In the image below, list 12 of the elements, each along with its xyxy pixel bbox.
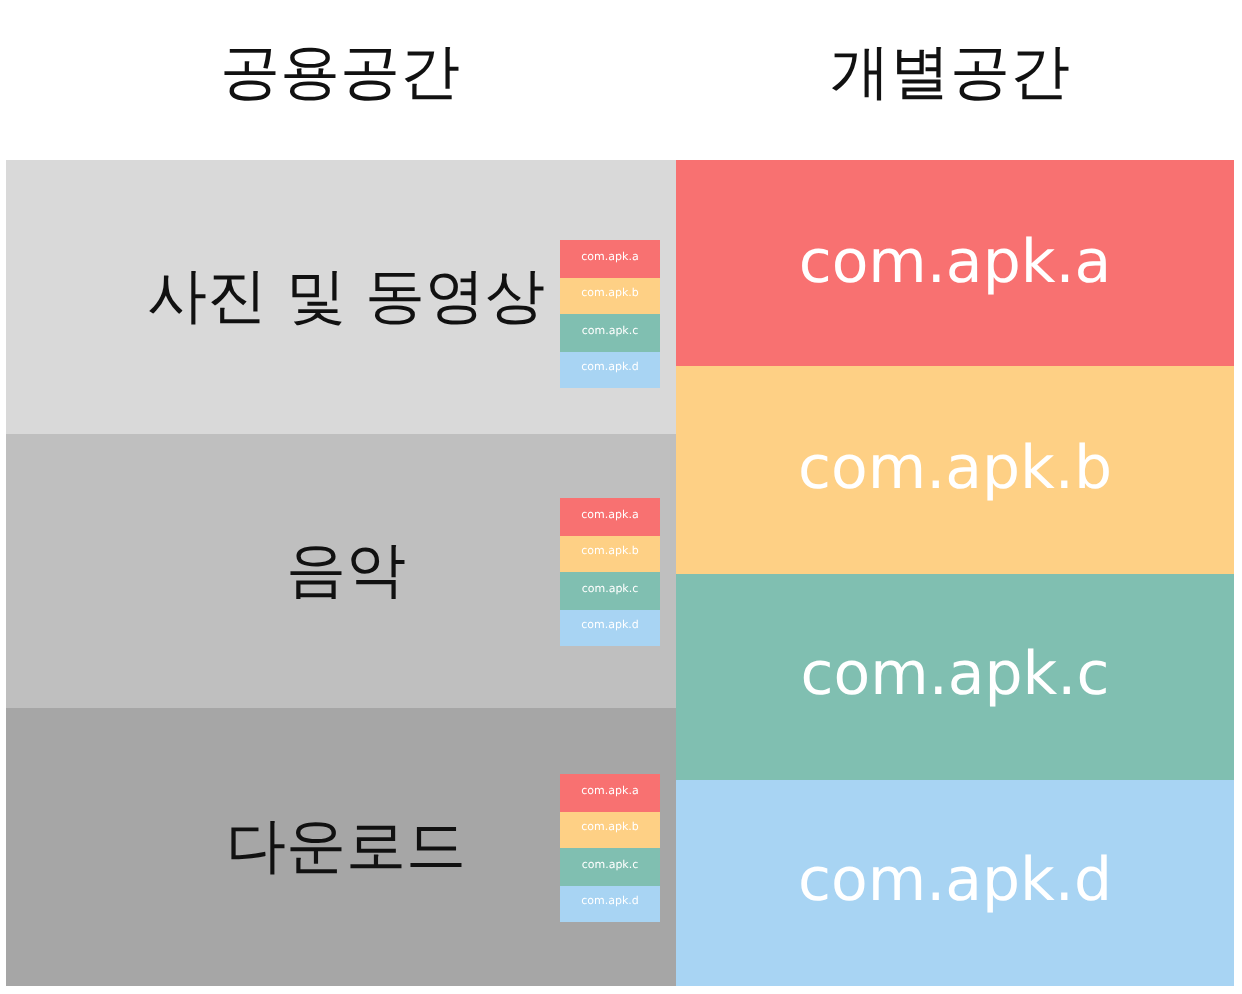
band-title: 사진 및 동영상 [146, 267, 546, 327]
storage-band [6, 708, 676, 986]
app-storage-box: com.apk.c [676, 573, 1234, 780]
column-heading: 개별공간 [830, 44, 1070, 104]
band-title: 음악 [286, 541, 406, 601]
column-heading: 공용공간 [220, 44, 460, 104]
storage-band [6, 434, 676, 708]
app-storage-box: com.apk.d [676, 779, 1234, 986]
band-title: 다운로드 [226, 817, 466, 877]
storage-band [6, 160, 676, 434]
app-storage-box: com.apk.b [676, 366, 1234, 573]
app-storage-box: com.apk.a [676, 160, 1234, 367]
